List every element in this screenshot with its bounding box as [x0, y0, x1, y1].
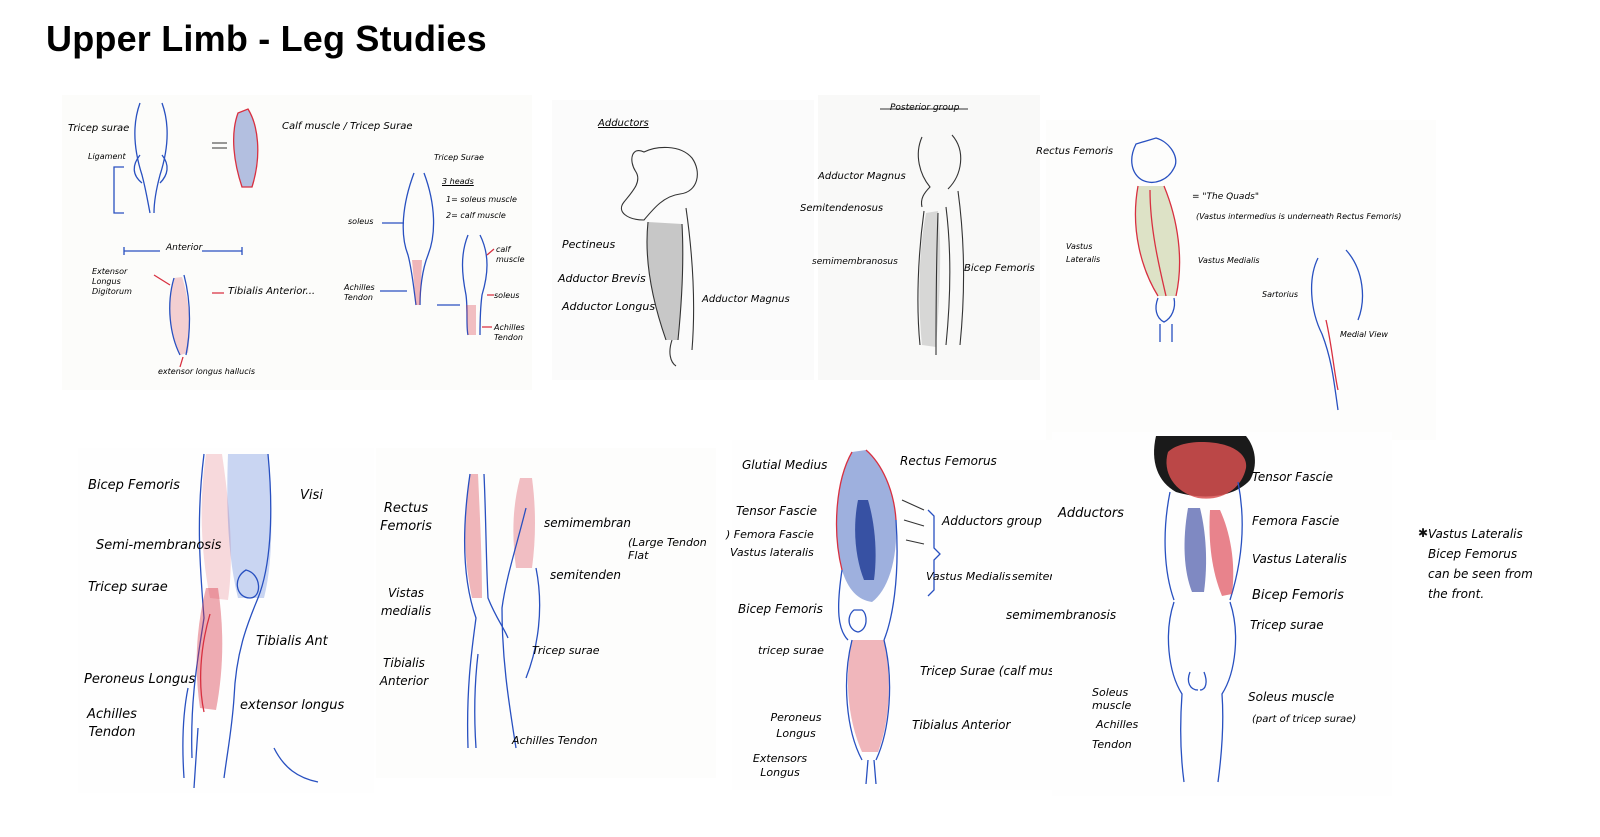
- label-bicep-femoris: Bicep Femoris: [964, 263, 1035, 274]
- label-achilles-tendon: Achilles Tendon: [512, 734, 598, 747]
- sketch-drawing: [62, 95, 532, 390]
- label-soleus-muscle-left: Soleus muscle: [1092, 686, 1132, 712]
- label-achilles: Achilles: [1096, 718, 1139, 731]
- sketch-drawing: [732, 440, 1112, 790]
- label-quads-note: (Vastus intermedius is underneath Rectus…: [1196, 212, 1402, 221]
- sketch-panel-tricep-surae-anterior: Tricep surae Ligament Calf muscle / Tric…: [62, 95, 532, 390]
- note-line-4: the front.: [1428, 587, 1485, 601]
- label-three-heads: 3 heads: [442, 177, 474, 186]
- label-achilles-tendon: Achilles Tendon: [87, 707, 137, 740]
- side-note: ✱ Vastus Lateralis Bicep Femorus can be …: [1418, 524, 1588, 604]
- label-anterior: Anterior: [166, 243, 203, 253]
- label-achilles-tendon-2: Achilles Tendon: [494, 323, 525, 342]
- note-line-1: Vastus Lateralis: [1428, 527, 1523, 541]
- label-semitendenosus: Semitendenosus: [800, 203, 884, 214]
- label-tricep-surae-calf: Tricep Surae (calf muscle): [920, 664, 1077, 678]
- label-gluteal-medius: Glutial Medius: [742, 458, 828, 472]
- label-semimembranosis: semimembranosis: [1006, 608, 1117, 622]
- label-posterior-group-heading: Posterior group: [890, 103, 960, 113]
- sketch-panel-lower-leg-medial: Rectus Femoris semimembran (Large Tendon…: [376, 448, 716, 778]
- label-tricep-surae: tricep surae: [758, 644, 824, 657]
- label-rectus-femorus: Rectus Femorus: [900, 454, 997, 468]
- label-pectineus: Pectineus: [562, 238, 616, 251]
- label-calf-muscle-2: calf muscle: [496, 245, 525, 264]
- label-adductor-magnus: Adductor Magnus: [702, 294, 790, 305]
- label-head-1: 1= soleus muscle: [446, 195, 517, 204]
- note-line-3: can be seen from: [1428, 567, 1533, 581]
- label-tibialis-ant: Tibialis Ant: [256, 634, 328, 649]
- sketch-drawing: [78, 448, 374, 793]
- label-adductor-magnus-2: Adductor Magnus: [818, 171, 906, 182]
- label-vistas-medialis: Vistas medialis: [380, 586, 432, 618]
- label-rectus-femoris: Rectus Femoris: [1036, 146, 1114, 157]
- sketch-panel-posterior-group: Posterior group Adductor Magnus Semitend…: [800, 95, 1040, 380]
- label-tensor-fascie: Tensor Fascie: [1252, 470, 1333, 484]
- label-extensor-longus: extensor longus: [240, 698, 345, 713]
- sketch-panel-quads: Rectus Femoris = "The Quads" (Vastus int…: [1036, 120, 1436, 440]
- label-head-2: 2= calf muscle: [446, 211, 506, 220]
- label-tricep-surae: Tricep surae: [88, 580, 168, 595]
- label-femora-fascie: Femora Fascie: [1252, 514, 1340, 528]
- label-tibialis-anterior: Tibialus Anterior: [912, 718, 1011, 732]
- sketch-drawing: [552, 100, 814, 380]
- label-semitenden: semitenden: [550, 568, 621, 582]
- sketch-drawing: [376, 448, 716, 778]
- label-adductors: Adductors: [1058, 506, 1124, 521]
- label-extensor-longus: Extensors Longus: [752, 752, 808, 779]
- sketch-drawing: [818, 95, 1040, 380]
- label-tibialis-anterior: Tibialis Anterior...: [228, 286, 316, 297]
- label-medial-view: Medial View: [1340, 330, 1388, 339]
- label-vastus-lateralis: Vastus lateralis: [730, 546, 814, 559]
- label-peroneus-longus: Peroneus Longus: [770, 711, 822, 740]
- label-calf-muscle: Calf muscle / Tricep Surae: [282, 121, 413, 132]
- label-tricep-surae: Tricep surae: [532, 644, 600, 657]
- sketch-drawing: [1052, 432, 1392, 796]
- label-tricep-surae: Tricep surae: [68, 123, 130, 134]
- sketch-panel-anterior-leg: Glutial Medius Rectus Femorus Tensor Fas…: [726, 440, 1112, 790]
- label-vastus-medialis: Vastus Medialis: [926, 570, 1011, 583]
- label-bicep-femoris: Bicep Femoris: [88, 478, 180, 493]
- label-large-tendon: (Large Tendon Flat: [628, 536, 707, 562]
- sketch-drawing: [1046, 120, 1436, 440]
- label-sartorius: Sartorius: [1262, 290, 1299, 299]
- label-peroneus-longus: Peroneus Longus: [84, 672, 196, 687]
- page-title: Upper Limb - Leg Studies: [46, 18, 487, 59]
- label-tensor-fascie: Tensor Fascie: [736, 504, 817, 518]
- label-semimembranosus: semimembranosus: [812, 257, 898, 267]
- label-soleus: soleus: [348, 217, 374, 226]
- sketch-panel-posterior-leg: Adductors Tensor Fascie Femora Fascie Va…: [1006, 432, 1392, 796]
- sketch-panel-lower-leg-lateral: Bicep Femoris Visi Semi-membranosis Tric…: [78, 448, 374, 793]
- label-ligament: Ligament: [88, 152, 126, 161]
- label-femora-fascie: ) Femora Fascie: [726, 528, 814, 541]
- label-vastus-medialis: Vastus Medialis: [1198, 256, 1260, 265]
- sketch-panel-adductors: Adductors Pectineus Adductor Brevis Addu…: [552, 100, 814, 380]
- label-soleus-muscle: Soleus muscle: [1248, 690, 1335, 704]
- label-tendon: Tendon: [1092, 738, 1132, 751]
- label-semimembran: semimembran: [544, 516, 631, 530]
- label-adductors-heading: Adductors: [598, 118, 649, 129]
- label-the-quads: = "The Quads": [1192, 192, 1259, 202]
- label-bicep-femoris: Bicep Femoris: [738, 602, 823, 616]
- label-vastus-lateralis: Vastus Lateralis: [1066, 242, 1101, 264]
- label-soleus-2: soleus: [494, 291, 520, 300]
- label-rectus-femoris: Rectus Femoris: [380, 501, 432, 534]
- label-vastus-lateralis: Vastus Lateralis: [1252, 552, 1347, 566]
- label-adductor-brevis: Adductor Brevis: [558, 272, 646, 285]
- label-achilles-tendon: Achilles Tendon: [344, 283, 375, 302]
- label-adductors-group: Adductors group: [942, 514, 1042, 528]
- label-extensor-longus-hallucis: extensor longus hallucis: [158, 367, 256, 376]
- note-asterisk-icon: ✱: [1418, 526, 1429, 540]
- label-extensor-longus-digitorum: Extensor Longus Digitorum: [92, 267, 132, 296]
- label-adductor-longus: Adductor Longus: [562, 300, 656, 313]
- label-semi-membranosis: Semi-membranosis: [96, 538, 222, 553]
- label-tricep-surae: Tricep surae: [1250, 618, 1324, 632]
- label-bicep-femoris: Bicep Femoris: [1252, 588, 1344, 603]
- label-visi: Visi: [300, 488, 323, 503]
- label-tricep-surae-2: Tricep Surae: [434, 153, 484, 162]
- label-tricep-note: (part of tricep surae): [1252, 714, 1357, 725]
- label-tibialis-anterior: Tibialis Anterior: [379, 656, 429, 688]
- note-line-2: Bicep Femorus: [1428, 547, 1518, 561]
